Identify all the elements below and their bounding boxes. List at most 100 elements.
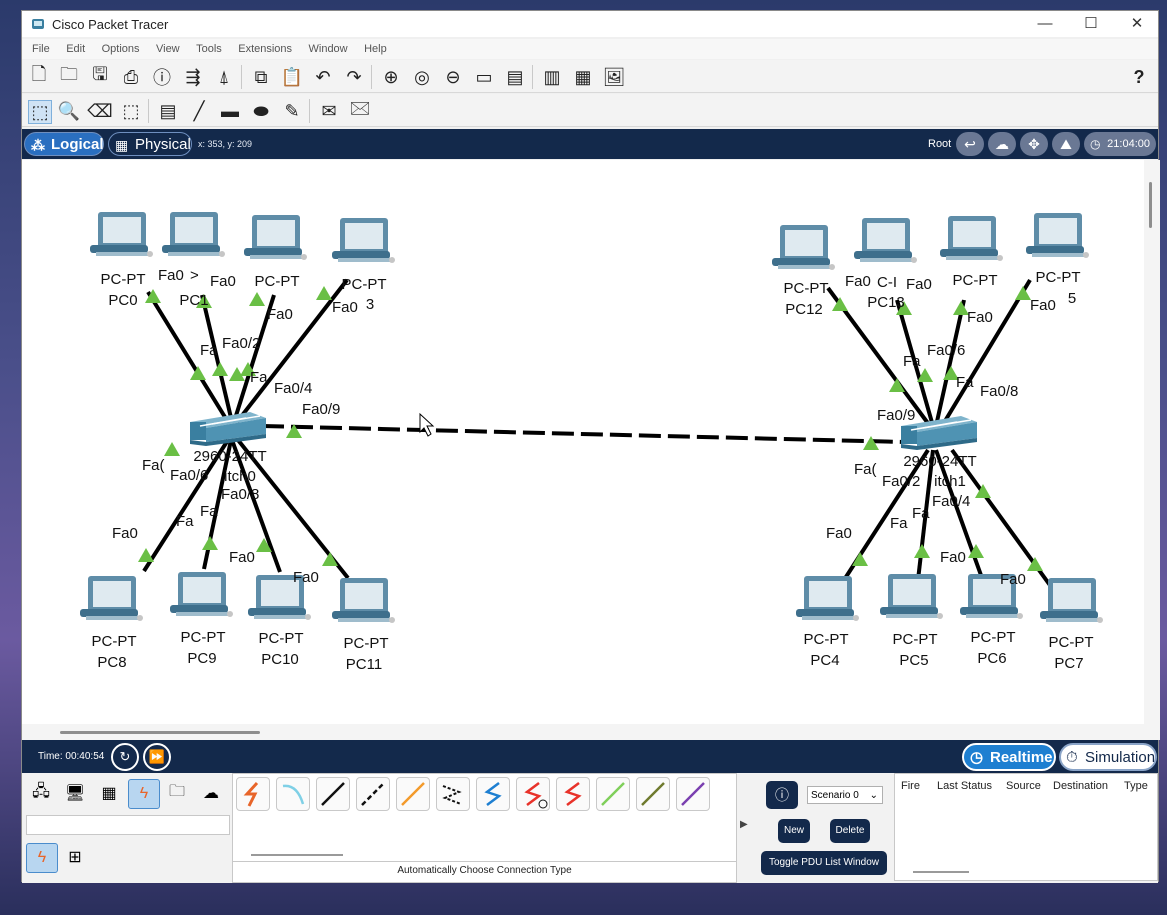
move-object-icon[interactable]: ✥ bbox=[1020, 132, 1048, 156]
freeform-icon[interactable]: ✎ bbox=[284, 100, 300, 121]
cluster-icon[interactable]: ☁ bbox=[988, 132, 1016, 156]
scenario-select[interactable]: Scenario 0 ⌄ bbox=[807, 786, 883, 804]
serial-dce-icon[interactable] bbox=[516, 777, 550, 811]
pc-15[interactable] bbox=[1026, 213, 1089, 258]
pc-5[interactable] bbox=[880, 574, 943, 619]
resize-shape-icon[interactable]: ⬚ bbox=[122, 100, 140, 121]
open-folder-icon[interactable]: 🗀 bbox=[60, 64, 78, 84]
zoom-out-icon[interactable]: ⊖ bbox=[445, 66, 461, 87]
iot-cable-icon[interactable] bbox=[636, 777, 670, 811]
image-icon[interactable]: 🖼 bbox=[602, 66, 626, 87]
link-pc10[interactable] bbox=[230, 439, 282, 573]
menu-options[interactable]: Options bbox=[101, 43, 140, 55]
column-destination[interactable]: Destination bbox=[1053, 780, 1109, 792]
close-button[interactable]: ✕ bbox=[1130, 15, 1144, 32]
select-icon[interactable]: ⬚ bbox=[28, 100, 52, 124]
add-simple-pdu-icon[interactable]: ✉ bbox=[321, 100, 337, 121]
vertical-scrollbar[interactable] bbox=[1144, 160, 1160, 740]
draw-rectangle-icon[interactable]: ▬ bbox=[221, 100, 239, 121]
back-icon[interactable]: ↩ bbox=[956, 132, 984, 156]
pc-4[interactable] bbox=[796, 576, 859, 621]
minimize-button[interactable]: — bbox=[1037, 15, 1053, 32]
link-pc8[interactable] bbox=[142, 438, 230, 573]
octal-cable-icon[interactable] bbox=[596, 777, 630, 811]
draw-line-icon[interactable]: ╱ bbox=[193, 100, 205, 121]
column-fire[interactable]: Fire bbox=[901, 780, 920, 792]
pc-0[interactable] bbox=[90, 212, 153, 257]
trunk-link[interactable] bbox=[261, 424, 905, 444]
device-dialog-icon[interactable]: ▦ bbox=[574, 66, 592, 87]
new-scenario-button[interactable]: New bbox=[778, 819, 810, 843]
link-pc13[interactable] bbox=[895, 299, 935, 427]
pc-2[interactable] bbox=[244, 215, 307, 260]
column-last-status[interactable]: Last Status bbox=[937, 780, 993, 792]
menu-edit[interactable]: Edit bbox=[66, 43, 86, 55]
console-cable-icon[interactable] bbox=[276, 777, 310, 811]
copy-icon[interactable]: ⧉ bbox=[254, 66, 268, 87]
coaxial-cable-icon[interactable] bbox=[476, 777, 510, 811]
auto-connection-icon[interactable] bbox=[236, 777, 270, 811]
link-pc14[interactable] bbox=[934, 299, 966, 427]
column-source[interactable]: Source bbox=[1006, 780, 1041, 792]
pc-14[interactable] bbox=[940, 216, 1003, 261]
link-pc0[interactable] bbox=[146, 290, 230, 424]
category-search-field[interactable] bbox=[26, 815, 230, 835]
undo-icon[interactable]: ↶ bbox=[315, 66, 331, 87]
help-icon[interactable]: ? bbox=[1133, 66, 1145, 87]
drawing-palette-icon[interactable]: ▭ bbox=[475, 66, 493, 87]
add-complex-pdu-icon[interactable]: 🖂 bbox=[349, 98, 371, 118]
pc-11[interactable] bbox=[332, 578, 395, 623]
usb-cable-icon[interactable] bbox=[676, 777, 710, 811]
menu-view[interactable]: View bbox=[155, 43, 180, 55]
menu-file[interactable]: File bbox=[32, 43, 50, 55]
delete-icon[interactable]: ⌫ bbox=[87, 100, 113, 121]
copper-straight-through-icon[interactable] bbox=[316, 777, 350, 811]
print-icon[interactable]: ⎙ bbox=[123, 66, 139, 87]
physical-tab[interactable]: ▦ Physical bbox=[108, 132, 192, 156]
link-pc1[interactable] bbox=[200, 294, 234, 423]
delete-scenario-button[interactable]: Delete bbox=[830, 819, 870, 843]
pc-13[interactable] bbox=[854, 218, 917, 263]
menu-window[interactable]: Window bbox=[308, 43, 348, 55]
realtime-mode-button[interactable]: ◷ Realtime bbox=[962, 743, 1056, 771]
expand-arrow-icon[interactable]: ▶ bbox=[740, 819, 748, 830]
zoom-reset-icon[interactable]: ◎ bbox=[414, 66, 430, 87]
pc-7[interactable] bbox=[1040, 578, 1103, 623]
multiuser-icon[interactable]: ☁ bbox=[203, 785, 219, 802]
custom-device-icon[interactable]: ▤ bbox=[506, 66, 524, 87]
draw-ellipse-icon[interactable]: ⬬ bbox=[253, 100, 269, 121]
switch-0[interactable] bbox=[189, 411, 267, 447]
end-devices-icon[interactable]: 🖥 bbox=[64, 785, 86, 802]
network-wizard-icon[interactable]: ⇶ bbox=[185, 66, 201, 87]
components-icon[interactable]: ▦ bbox=[101, 785, 117, 802]
simulation-mode-button[interactable]: ⏱ Simulation bbox=[1059, 743, 1157, 771]
pc-8[interactable] bbox=[80, 576, 143, 621]
connections-icon[interactable]: ϟ bbox=[128, 779, 160, 809]
pc-3[interactable] bbox=[332, 218, 395, 263]
menu-help[interactable]: Help bbox=[364, 43, 387, 55]
zoom-in-icon[interactable]: ⊕ bbox=[383, 66, 399, 87]
inspect-icon[interactable]: 🔍 bbox=[57, 100, 81, 121]
redo-icon[interactable]: ↷ bbox=[346, 66, 362, 87]
menu-tools[interactable]: Tools bbox=[196, 43, 222, 55]
link-pc2[interactable] bbox=[232, 294, 276, 423]
miscellaneous-icon[interactable]: 🗀 bbox=[168, 782, 185, 800]
new-file-icon[interactable]: 🗋 bbox=[31, 64, 47, 84]
fast-forward-icon[interactable]: ⏩ bbox=[143, 743, 171, 771]
serial-dte-icon[interactable] bbox=[556, 777, 590, 811]
link-pc15[interactable] bbox=[940, 278, 1032, 428]
save-icon[interactable]: 🖫 bbox=[92, 64, 108, 84]
structured-cabling-icon[interactable]: ⊞ bbox=[68, 849, 82, 866]
toggle-pdu-list-button[interactable]: Toggle PDU List Window bbox=[761, 851, 887, 875]
network-devices-icon[interactable]: 🖧 bbox=[32, 782, 50, 800]
background-icon[interactable]: ⛰ bbox=[1052, 132, 1080, 156]
note-icon[interactable]: ▤ bbox=[159, 100, 177, 121]
pdu-info-icon[interactable]: ⓘ bbox=[766, 781, 798, 809]
pc-12[interactable] bbox=[772, 225, 835, 270]
paste-icon[interactable]: 📋 bbox=[280, 66, 304, 87]
logical-tab[interactable]: ⁂ Logical bbox=[24, 132, 104, 156]
panel-scrollbar[interactable] bbox=[251, 854, 343, 856]
power-cycle-icon[interactable]: ↻ bbox=[111, 743, 139, 771]
logical-workspace[interactable]: PC-PT PC0 PC1 PC-PT PC-PT 3 PC-PT PC8 PC… bbox=[22, 160, 1144, 724]
column-type[interactable]: Type bbox=[1124, 780, 1148, 792]
